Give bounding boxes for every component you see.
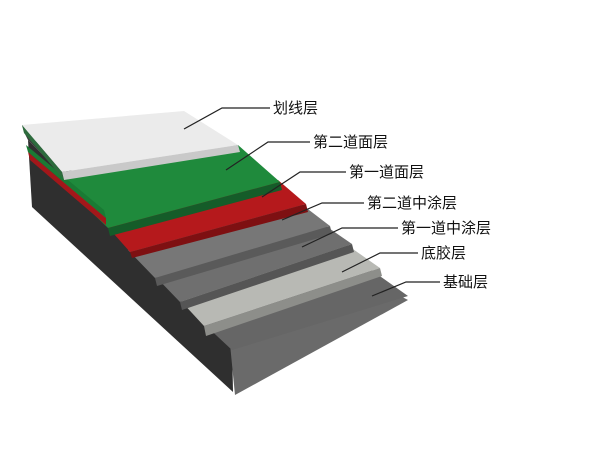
layer-surfaces xyxy=(22,111,408,395)
base-left-face xyxy=(28,140,233,392)
layer-labels: 划线层 第二道面层 第一道面层 第二道中涂层 第一道中涂层 底胶层 基础层 xyxy=(273,99,491,291)
leader-lines xyxy=(183,107,440,297)
label-mid-coat-1: 第一道中涂层 xyxy=(401,219,491,237)
leader-line-primer xyxy=(341,252,418,273)
layer-marking-surface xyxy=(22,111,238,172)
label-top-coat-1: 第一道面层 xyxy=(349,163,424,181)
label-top-coat-2: 第二道面层 xyxy=(313,133,388,151)
layer-marking-left-edge xyxy=(22,125,64,180)
leader-line-top-coat-2 xyxy=(225,141,310,171)
leader-line-base xyxy=(371,281,440,297)
label-primer-layer: 底胶层 xyxy=(421,244,466,262)
layer-primer-edge xyxy=(204,268,382,336)
layer-mid-coat-1-edge xyxy=(180,244,354,310)
leader-line-marking xyxy=(183,107,270,130)
label-base-layer: 基础层 xyxy=(443,273,488,291)
layer-marking-edge xyxy=(62,145,240,180)
layer-top-coat-2-surface xyxy=(58,145,280,228)
layer-top-coat-1-surface xyxy=(106,180,306,252)
leader-line-top-coat-1 xyxy=(261,171,346,198)
layer-primer-surface xyxy=(180,240,380,326)
layer-base-surface xyxy=(230,288,408,395)
left-edge-green-strip xyxy=(26,145,106,218)
leader-line-mid-coat-1 xyxy=(301,227,398,248)
layer-top-coat-1-edge xyxy=(130,204,308,258)
label-mid-coat-2: 第二道中涂层 xyxy=(367,194,457,212)
layer-top-coat-2-edge xyxy=(108,182,282,236)
layer-mid-coat-2-edge xyxy=(155,226,332,286)
layer-mid-coat-2-surface xyxy=(128,200,330,278)
label-marking-layer: 划线层 xyxy=(273,99,318,117)
left-edge-red-strip xyxy=(28,152,106,225)
leader-line-mid-coat-2 xyxy=(281,202,364,221)
